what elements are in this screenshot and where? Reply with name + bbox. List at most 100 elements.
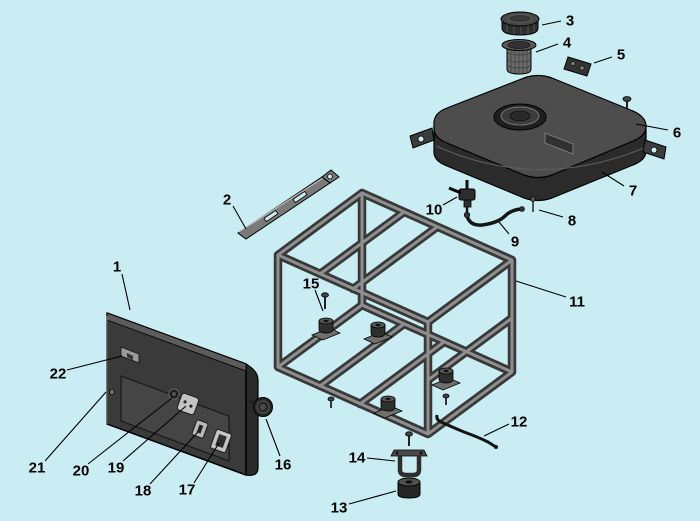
callout-12-leader [483, 423, 510, 437]
callout-19-label: 19 [108, 459, 125, 476]
callout-17-leader [193, 442, 220, 484]
fuel-tank-shape [435, 145, 645, 170]
circuit-breaker-shape [172, 392, 176, 396]
callout-18-leader [149, 431, 199, 485]
callout-9-leader [498, 221, 510, 235]
front-knob-shape [260, 404, 266, 410]
hose-clip [530, 196, 536, 212]
callout-11-leader [515, 280, 567, 298]
fuel-filter [501, 39, 537, 75]
callout-7-label: 7 [629, 182, 637, 199]
callout-22-label: 22 [50, 365, 67, 382]
callout-15-label: 15 [303, 275, 320, 292]
callout-20-leader [87, 397, 173, 465]
support-bar [237, 169, 340, 240]
bar-slot [292, 190, 308, 204]
lower-rod [435, 414, 498, 449]
vibration-mount [310, 317, 342, 341]
callout-11-label: 11 [569, 293, 585, 310]
bracket-plate-shape [570, 60, 576, 66]
power-outlet-shape [189, 404, 193, 408]
callout-12-label: 12 [511, 413, 528, 430]
circuit-breaker [168, 388, 180, 400]
panel-screw [109, 388, 116, 395]
front-knob-shape [246, 398, 255, 405]
bar-slot [263, 209, 279, 223]
callout-20-label: 20 [73, 462, 90, 479]
callout-13-label: 13 [331, 499, 348, 516]
fuel-tank-shape [417, 135, 425, 143]
lower-rod-shape [494, 445, 498, 449]
vibration-mounts [310, 292, 462, 419]
fuel-tank-shape [650, 146, 658, 154]
callout-8-leader [538, 209, 564, 218]
small-screw [327, 396, 335, 408]
fuel-filter-shape [506, 52, 532, 56]
callout-19-leader [122, 405, 187, 462]
bracket-plate-shape [563, 56, 592, 77]
vibration-mount-shape [385, 397, 391, 401]
callout-2-label: 2 [223, 191, 231, 208]
callout-2-leader [232, 205, 247, 230]
fuel-filter-shape [506, 65, 532, 69]
callout-1-label: 1 [113, 258, 121, 275]
small-screw-shape [327, 396, 335, 402]
tank-label-plate [544, 132, 574, 155]
rubber-foot-shape [405, 480, 413, 484]
callout-21-leader [44, 391, 107, 462]
mount-bolt [321, 292, 329, 309]
panel-label [120, 346, 140, 364]
control-panel-assembly [106, 312, 259, 476]
rubber-foot [397, 477, 421, 499]
callout-13-leader [348, 490, 397, 505]
bar-hole [327, 173, 333, 180]
panel-label-shape [127, 353, 133, 360]
callout-3-leader [541, 20, 562, 26]
fuel-valve-shape [458, 188, 476, 201]
vibration-mount-shape [443, 369, 449, 373]
fuel-cap [500, 11, 540, 36]
foot-bracket-shape [419, 451, 423, 455]
vibration-mount [372, 395, 404, 419]
fuel-hose-shape [465, 207, 522, 227]
fuel-cap-shape [507, 14, 533, 23]
callout-4-label: 4 [563, 34, 572, 51]
callout-3-label: 3 [566, 12, 574, 29]
panel-side [245, 362, 259, 476]
fuel-filter-shape [507, 41, 531, 49]
fuel-valve-shape [463, 199, 472, 208]
callout-8-label: 8 [568, 212, 576, 229]
callout-15-leader [314, 289, 324, 312]
frame-tube-highlights [276, 191, 514, 436]
fuel-valve-shape [448, 186, 462, 195]
callout-9-label: 9 [511, 233, 519, 250]
hose-clip-shape [530, 196, 536, 202]
main-frame [273, 188, 517, 439]
vibration-mount [362, 321, 394, 345]
callout-10-leader [442, 196, 458, 206]
callout-14-label: 14 [349, 449, 366, 466]
vibration-mount-shape [323, 319, 329, 323]
foot-bracket-shape [405, 431, 413, 437]
callout-6-leader [635, 123, 669, 131]
callout-1-leader [121, 273, 131, 311]
foot-bracket-shape [390, 449, 428, 457]
panel-switch-shape [196, 424, 204, 434]
callout-16-leader [265, 418, 281, 457]
vibration-mount [430, 367, 462, 391]
vibration-mount-shape [375, 323, 381, 327]
bracket-plate [563, 56, 592, 77]
callout-5-label: 5 [617, 46, 625, 63]
small-screw [442, 393, 450, 405]
foot-bracket [390, 431, 428, 478]
front-knob-shape [256, 400, 270, 414]
callout-18-label: 18 [135, 482, 152, 499]
callout-17-label: 17 [179, 481, 196, 498]
mount-bolt-shape [321, 292, 329, 298]
fuel-filter-shape [506, 59, 532, 63]
fuel-hose-shape [519, 206, 525, 212]
